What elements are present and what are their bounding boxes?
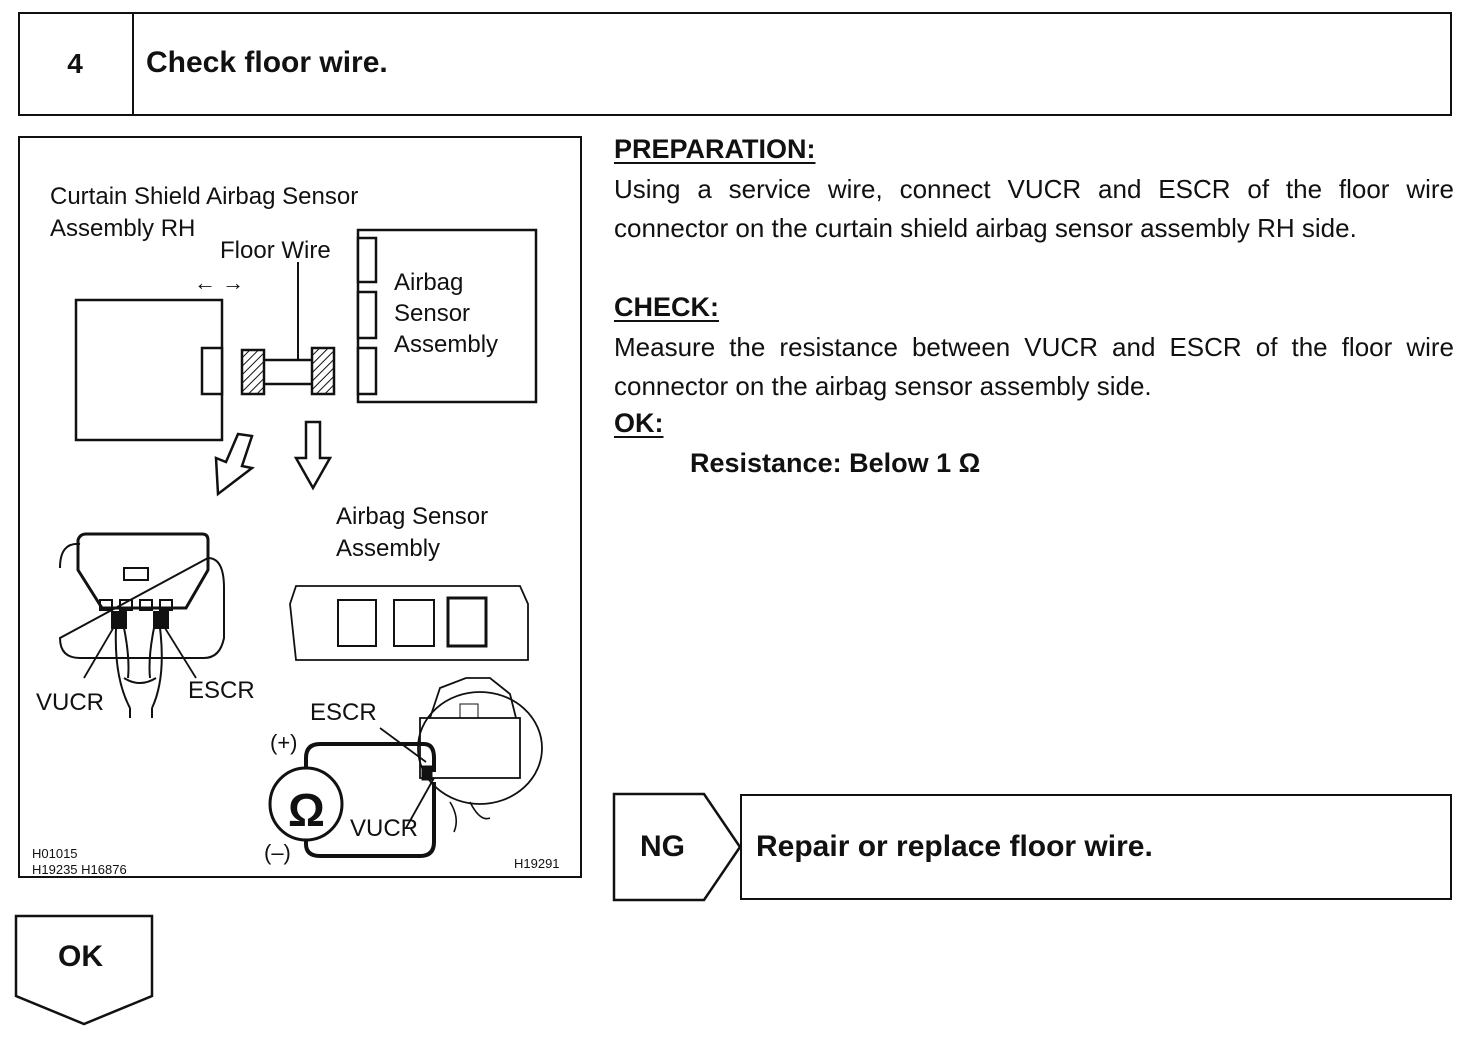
down-arrow-right	[293, 420, 333, 491]
ng-label: NG	[640, 830, 685, 863]
label-floor-wire: Floor Wire	[220, 237, 331, 264]
sensor-rh-block	[74, 298, 224, 442]
check-heading: CHECK:	[614, 292, 719, 322]
label-airbag-line3: Assembly	[394, 331, 498, 358]
down-arrow-left	[214, 432, 255, 497]
terminal-vucr-left: VUCR	[36, 689, 104, 716]
label-sensor-rh-line2: Assembly RH	[50, 215, 195, 242]
probe-minus: (–)	[264, 840, 291, 865]
figure-code-left-line2: H19235 H16876	[32, 862, 127, 877]
step-header	[18, 12, 1452, 116]
label-sensor-rh-line1: Curtain Shield Airbag Sensor	[50, 183, 358, 210]
floor-wire-connector-left	[240, 348, 266, 396]
preparation-text: Using a service wire, connect VUCR and E…	[614, 174, 1454, 243]
ok-heading: OK:	[614, 408, 664, 438]
label-airbag-sensor-line2: Assembly	[336, 535, 440, 562]
step-title: Check floor wire.	[146, 46, 388, 79]
label-airbag-sensor-line1: Airbag Sensor	[336, 503, 488, 530]
ng-result-box	[740, 794, 1452, 900]
ok-spec: Resistance: Below 1 Ω	[690, 448, 981, 478]
sensor-rh-connector	[200, 346, 224, 396]
wiring-illustration: Curtain Shield Airbag Sensor Assembly RH…	[18, 136, 582, 878]
connect-arrows: ← →	[194, 270, 244, 295]
terminal-escr-left: ESCR	[188, 677, 255, 704]
label-airbag-line2: Sensor	[394, 300, 470, 327]
probe-plus: (+)	[270, 730, 298, 755]
sensor-rh-connector-detail	[58, 532, 225, 718]
check-text: Measure the resistance between VUCR and …	[614, 332, 1454, 401]
floor-wire-connector-right	[310, 346, 336, 396]
airbag-sensor-panel	[289, 585, 529, 661]
ok-label: OK	[58, 940, 103, 973]
terminal-escr-right: ESCR	[310, 699, 377, 726]
ohm-symbol: Ω	[288, 784, 325, 836]
ohmmeter-circuit	[268, 677, 543, 858]
terminal-vucr-right: VUCR	[350, 815, 418, 842]
step-divider	[132, 12, 134, 116]
preparation-heading: PREPARATION:	[614, 134, 816, 164]
ok-arrow-shape	[14, 914, 154, 1026]
step-number: 4	[67, 48, 83, 79]
figure-code-left-line1: H01015	[32, 846, 78, 861]
figure-code-right: H19291	[514, 856, 560, 871]
ng-arrow-shape	[612, 792, 742, 902]
illustration-svg: Curtain Shield Airbag Sensor Assembly RH…	[32, 183, 560, 877]
ng-result-text: Repair or replace floor wire.	[756, 830, 1153, 863]
label-airbag-line1: Airbag	[394, 269, 463, 296]
